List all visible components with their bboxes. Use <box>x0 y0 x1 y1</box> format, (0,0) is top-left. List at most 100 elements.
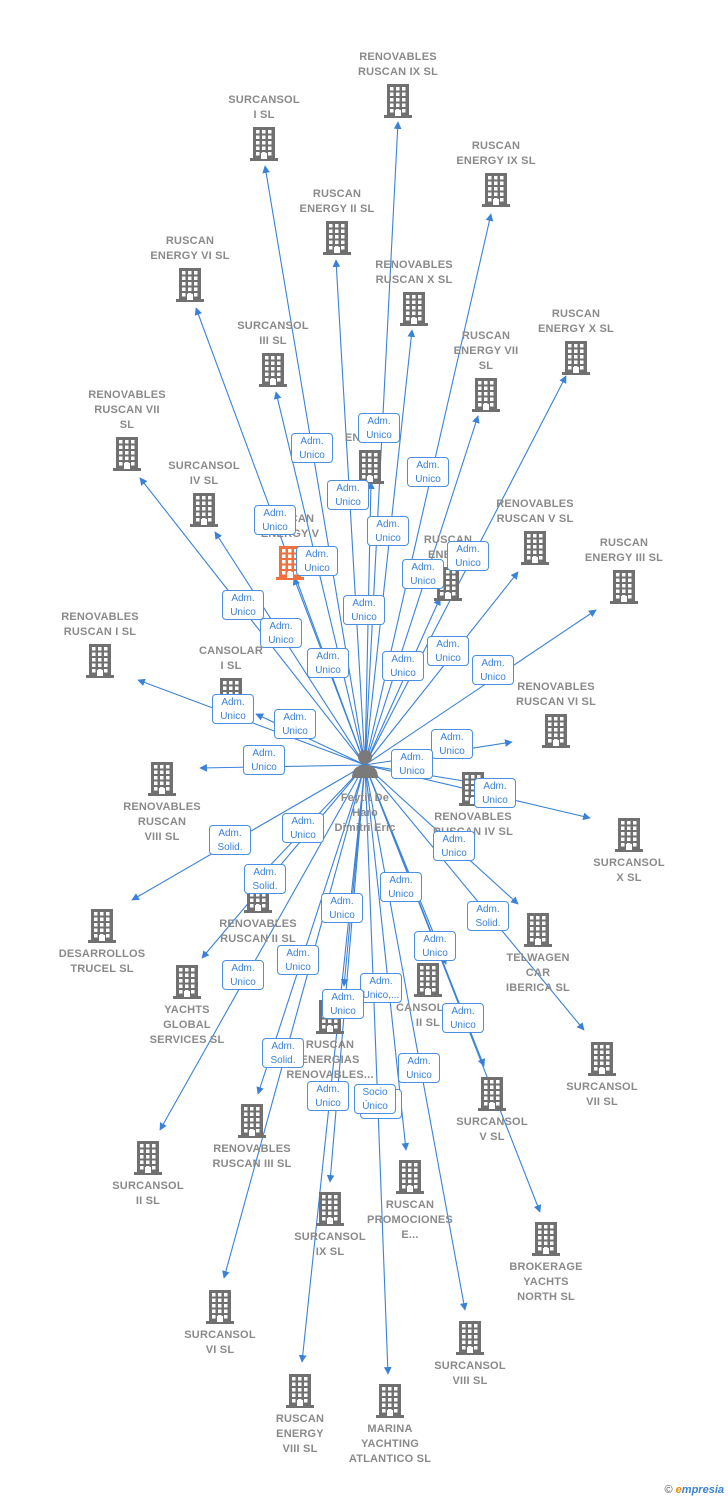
role-badge[interactable]: Adm. Unico <box>474 778 516 808</box>
company-node[interactable]: RUSCAN ENERGY III SL <box>559 536 689 604</box>
role-badge[interactable]: Adm. Unico <box>296 546 338 576</box>
center-person-node[interactable]: Feytit De Haro Dimitri Eric <box>330 748 400 836</box>
company-node[interactable]: YACHTS GLOBAL SERVICES SL <box>122 965 252 1048</box>
company-node[interactable]: SURCANSOL VIII SL <box>405 1321 535 1389</box>
company-node[interactable]: SURCANSOL II SL <box>83 1141 213 1209</box>
company-node[interactable]: SURCANSOL III SL <box>208 319 338 387</box>
company-node[interactable]: DESARROLLOS TRUCEL SL <box>37 909 167 977</box>
company-node[interactable]: RUSCAN ENERGY VI SL <box>125 234 255 302</box>
role-badge[interactable]: Adm. Unico <box>307 1081 349 1111</box>
company-name: RENOVABLES RUSCAN VIII SL <box>123 801 201 843</box>
company-name: CANSOLAR I SL <box>199 645 263 672</box>
role-badge[interactable]: Adm. Unico,... <box>360 973 402 1003</box>
role-badge[interactable]: Adm. Unico <box>277 945 319 975</box>
role-badge[interactable]: Adm. Unico <box>433 831 475 861</box>
company-node[interactable]: SURCANSOL VII SL <box>537 1042 667 1110</box>
role-badge[interactable]: Adm. Unico <box>291 433 333 463</box>
role-badge[interactable]: Adm. Unico <box>222 960 264 990</box>
company-node[interactable]: RUSCAN ENERGY VIII SL <box>235 1374 365 1457</box>
company-node[interactable]: RUSCAN ENERGY IX SL <box>431 139 561 207</box>
company-node[interactable]: RUSCAN ENERGY X SL <box>511 307 641 375</box>
role-badge[interactable]: Adm. Unico <box>442 1003 484 1033</box>
company-node[interactable]: TELWAGEN CAR IBERICA SL <box>473 913 603 996</box>
company-node[interactable]: RENOVABLES RUSCAN VIII SL <box>97 762 227 845</box>
role-badge[interactable]: Adm. Unico <box>212 694 254 724</box>
role-badge[interactable]: Adm. Unico <box>407 457 449 487</box>
company-node[interactable]: RENOVABLES RUSCAN VI SL <box>491 680 621 748</box>
company-node[interactable]: MARINA YACHTING ATLANTICO SL <box>325 1384 455 1467</box>
role-badge[interactable]: Adm. Unico <box>307 648 349 678</box>
role-badge[interactable]: Adm. Unico <box>402 559 444 589</box>
company-node[interactable]: RENOVABLES RUSCAN X SL <box>349 258 479 326</box>
building-icon <box>482 173 510 207</box>
role-badge[interactable]: Socio Único <box>354 1084 396 1114</box>
company-name: RENOVABLES RUSCAN V SL <box>496 498 574 525</box>
company-node[interactable]: RENOVABLES RUSCAN IV SL <box>408 772 538 840</box>
company-name: SURCANSOL IV SL <box>168 460 240 487</box>
building-icon <box>113 437 141 471</box>
company-node[interactable]: SURCANSOL X SL <box>564 818 694 886</box>
company-node[interactable]: RUSCAN ENERGY II SL <box>272 187 402 255</box>
role-badge[interactable]: Adm. Unico <box>367 516 409 546</box>
role-badge[interactable]: Adm. Solid. <box>209 825 251 855</box>
role-badge[interactable]: Adm. Unico <box>431 729 473 759</box>
company-name: SURCANSOL IX SL <box>294 1231 366 1258</box>
company-node[interactable]: SURCANSOL VI SL <box>155 1290 285 1358</box>
company-name: SURCANSOL VII SL <box>566 1081 638 1108</box>
role-badge[interactable]: Adm. Unico <box>414 931 456 961</box>
company-node[interactable]: SURCANSOL V SL <box>427 1077 557 1145</box>
role-badge[interactable]: Adm. Unico <box>382 651 424 681</box>
building-icon <box>323 221 351 255</box>
company-node[interactable]: RENOVABLES RUSCAN VII SL <box>62 388 192 471</box>
role-badge[interactable]: Adm. Unico <box>260 618 302 648</box>
building-icon <box>521 531 549 565</box>
company-node[interactable]: SURCANSOL IV SL <box>139 459 269 527</box>
company-name: RENOVABLES RUSCAN X SL <box>375 259 453 286</box>
company-node[interactable]: RENOVABLES RUSCAN IX SL <box>333 50 463 118</box>
edge-c29 <box>364 764 585 1031</box>
company-node[interactable]: RENOVABLES RUSCAN I SL <box>35 610 165 678</box>
company-name: RENOVABLES RUSCAN III SL <box>212 1143 292 1170</box>
building-icon <box>88 909 116 943</box>
edge-c1 <box>364 121 402 766</box>
role-badge[interactable]: Adm. Unico <box>321 893 363 923</box>
footer-brand[interactable]: © empresia <box>665 1484 725 1496</box>
building-icon <box>615 818 643 852</box>
company-name: RUSCAN ENERGY VI SL <box>150 235 230 262</box>
role-badge[interactable]: Adm. Unico <box>358 413 400 443</box>
company-node[interactable]: BROKERAGE YACHTS NORTH SL <box>481 1222 611 1305</box>
role-badge[interactable]: Adm. Unico <box>427 636 469 666</box>
role-badge[interactable]: Adm. Unico <box>327 480 369 510</box>
building-icon <box>286 1374 314 1408</box>
company-name: RENOVABLES RUSCAN IX SL <box>357 51 439 78</box>
role-badge[interactable]: Adm. Solid. <box>244 864 286 894</box>
role-badge[interactable]: Adm. Solid. <box>467 901 509 931</box>
company-node[interactable]: SURCANSOL I SL <box>199 93 329 161</box>
company-node[interactable]: RENOVABLES RUSCAN V SL <box>470 497 600 565</box>
role-badge[interactable]: Adm. Solid. <box>262 1038 304 1068</box>
role-badge[interactable]: Adm. Unico <box>243 745 285 775</box>
role-badge[interactable]: Adm. Unico <box>343 595 385 625</box>
role-badge[interactable]: Adm. Unico <box>398 1053 440 1083</box>
role-badge[interactable]: Adm. Unico <box>391 749 433 779</box>
company-name: RUSCAN ENERGIAS RENOVABLES... <box>286 1039 374 1081</box>
role-badge[interactable]: Adm. Unico <box>447 541 489 571</box>
role-badge[interactable]: Adm. Unico <box>282 813 324 843</box>
edge-c4 <box>332 259 366 766</box>
company-name: SURCANSOL X SL <box>593 857 665 884</box>
person-icon <box>352 750 378 778</box>
role-badge[interactable]: Adm. Unico <box>274 709 316 739</box>
edge-c14 <box>364 571 519 766</box>
company-node[interactable]: RUSCAN ENERGY VII SL <box>421 329 551 412</box>
company-name: YACHTS GLOBAL SERVICES SL <box>149 1004 225 1046</box>
role-badge[interactable]: Adm. Unico <box>254 505 296 535</box>
role-badge[interactable]: Adm. Unico <box>380 872 422 902</box>
edge-c6 <box>364 329 416 766</box>
role-badge[interactable]: Adm. Unico <box>222 590 264 620</box>
company-node[interactable]: SURCANSOL IX SL <box>265 1192 395 1260</box>
role-badge[interactable]: Adm. Unico <box>322 989 364 1019</box>
company-name: MARINA YACHTING ATLANTICO SL <box>348 1423 432 1465</box>
role-badge[interactable]: Adm. Unico <box>472 655 514 685</box>
company-node[interactable]: RUSCAN PROMOCIONES E... <box>345 1160 475 1243</box>
company-node[interactable]: RENOVABLES RUSCAN III SL <box>187 1104 317 1172</box>
